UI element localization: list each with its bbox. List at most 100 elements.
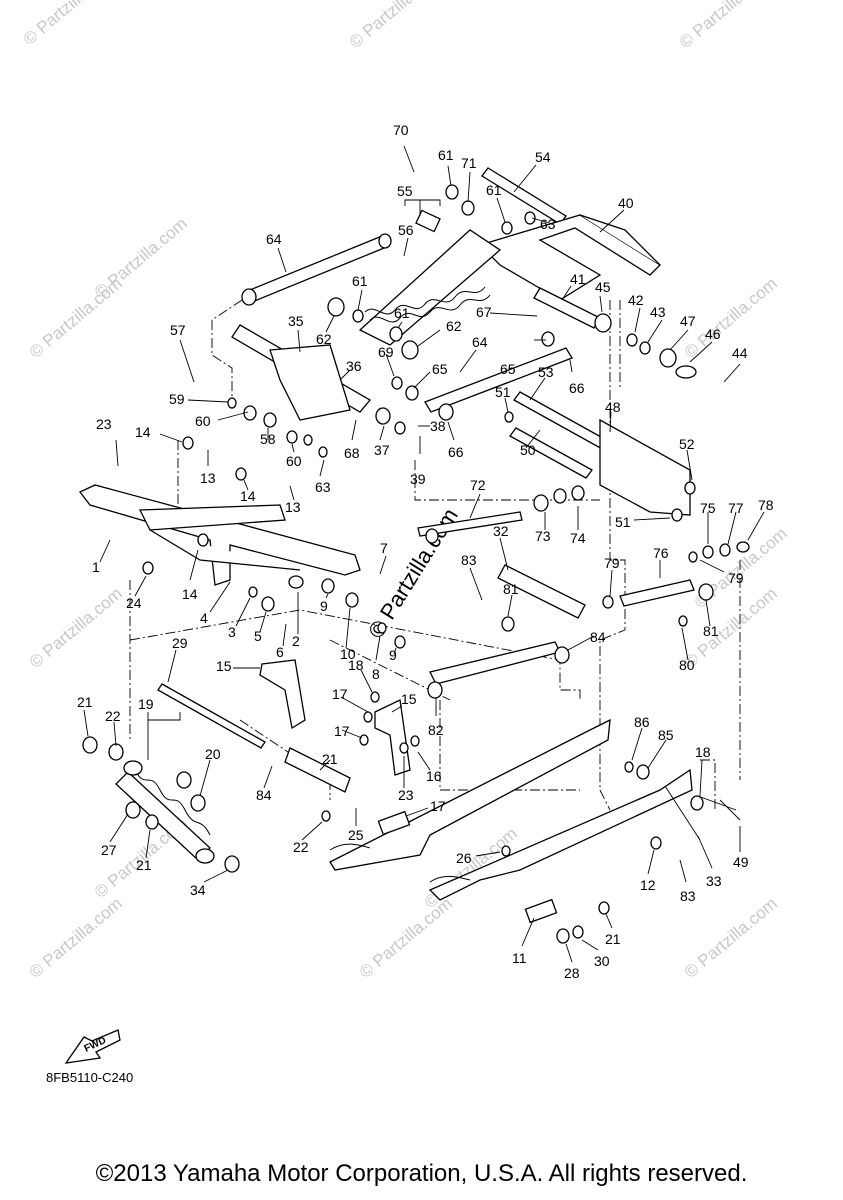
callout-21: 21 (77, 694, 93, 710)
callout-73: 73 (535, 528, 551, 544)
callout-70: 70 (393, 122, 409, 138)
callout-86: 86 (634, 714, 650, 730)
callout-72: 72 (470, 477, 486, 493)
callout-14: 14 (135, 424, 151, 440)
callout-84: 84 (256, 787, 272, 803)
callout-17: 17 (332, 686, 348, 702)
callout-62: 62 (316, 331, 332, 347)
callout-67: 67 (476, 304, 492, 320)
callout-13: 13 (285, 499, 301, 515)
callout-26: 26 (456, 850, 472, 866)
shock-absorber-upper (358, 209, 502, 346)
callout-38: 38 (430, 418, 446, 434)
callout-9: 9 (389, 647, 397, 663)
callout-85: 85 (658, 727, 674, 743)
callout-21: 21 (605, 931, 621, 947)
callout-42: 42 (628, 292, 644, 308)
leader-lines (83, 145, 765, 963)
callout-23: 23 (96, 416, 112, 432)
callout-81: 81 (703, 623, 719, 639)
callout-76: 76 (653, 545, 669, 561)
callout-83: 83 (680, 888, 696, 904)
callout-13: 13 (200, 470, 216, 486)
callout-24: 24 (126, 595, 142, 611)
callout-61: 61 (486, 182, 502, 198)
callout-4: 4 (200, 610, 208, 626)
callout-15: 15 (216, 658, 232, 674)
callout-25: 25 (348, 827, 364, 843)
callout-29: 29 (172, 635, 188, 651)
callout-82: 82 (428, 722, 444, 738)
copyright-notice: ©2013 Yamaha Motor Corporation, U.S.A. A… (95, 1160, 748, 1187)
callout-34: 34 (190, 882, 206, 898)
fasteners (82, 184, 750, 944)
group-outlines (129, 299, 741, 811)
callout-78: 78 (758, 497, 774, 513)
callout-5: 5 (254, 628, 262, 644)
watermark: © Partzilla.com (26, 894, 126, 982)
callout-11: 11 (512, 950, 527, 966)
callout-79: 79 (728, 570, 744, 586)
callout-32: 32 (493, 523, 509, 539)
watermark: © Partzilla.com (681, 274, 781, 362)
callout-63: 63 (315, 479, 331, 495)
watermark: © Partzilla.com (356, 894, 456, 982)
watermark: © Partzilla.com (346, 0, 446, 52)
callout-15: 15 (401, 691, 417, 707)
callout-49: 49 (733, 854, 749, 870)
callout-53: 53 (538, 364, 554, 380)
callout-17: 17 (430, 798, 446, 814)
watermark: © Partzilla.com (676, 0, 776, 52)
callout-22: 22 (105, 708, 121, 724)
callout-45: 45 (595, 279, 611, 295)
callout-40: 40 (618, 195, 634, 211)
callout-17: 17 (334, 723, 350, 739)
callout-52: 52 (679, 436, 695, 452)
callout-36: 36 (346, 358, 362, 374)
callout-30: 30 (594, 953, 610, 969)
callout-46: 46 (705, 326, 721, 342)
callout-6: 6 (276, 644, 284, 660)
callout-18: 18 (348, 657, 364, 673)
callout-18: 18 (695, 744, 711, 760)
callout-41: 41 (570, 271, 586, 287)
callout-43: 43 (650, 304, 666, 320)
callout-83: 83 (461, 552, 477, 568)
callout-12: 12 (640, 877, 656, 893)
rear-shock-absorber (115, 760, 215, 864)
callout-48: 48 (605, 399, 621, 415)
callout-74: 74 (570, 530, 586, 546)
callout-33: 33 (706, 873, 722, 889)
watermark: © Partzilla.com (26, 584, 126, 672)
callout-19: 19 (138, 696, 154, 712)
watermark: © Partzilla.com (91, 214, 191, 302)
callout-7: 7 (380, 540, 388, 556)
callout-79: 79 (604, 555, 620, 571)
callout-44: 44 (732, 345, 748, 361)
callout-64: 64 (266, 231, 282, 247)
callout-61: 61 (352, 273, 368, 289)
callout-68: 68 (344, 445, 360, 461)
callout-61: 61 (438, 147, 454, 163)
callout-1: 1 (92, 559, 100, 575)
callout-60: 60 (195, 413, 211, 429)
callout-51: 51 (495, 384, 511, 400)
callout-56: 56 (398, 222, 414, 238)
callout-16: 16 (426, 768, 442, 784)
callout-50: 50 (520, 442, 536, 458)
callout-20: 20 (205, 746, 221, 762)
callout-61: 61 (394, 305, 410, 321)
callout-21: 21 (322, 751, 338, 767)
slide-rails (329, 718, 693, 901)
callout-84: 84 (590, 629, 606, 645)
callout-80: 80 (679, 657, 695, 673)
callout-54: 54 (535, 149, 551, 165)
callout-55: 55 (397, 183, 413, 199)
callout-58: 58 (260, 431, 276, 447)
callout-14: 14 (240, 488, 256, 504)
callout-64: 64 (472, 334, 488, 350)
callout-8: 8 (372, 666, 380, 682)
callout-81: 81 (503, 581, 519, 597)
